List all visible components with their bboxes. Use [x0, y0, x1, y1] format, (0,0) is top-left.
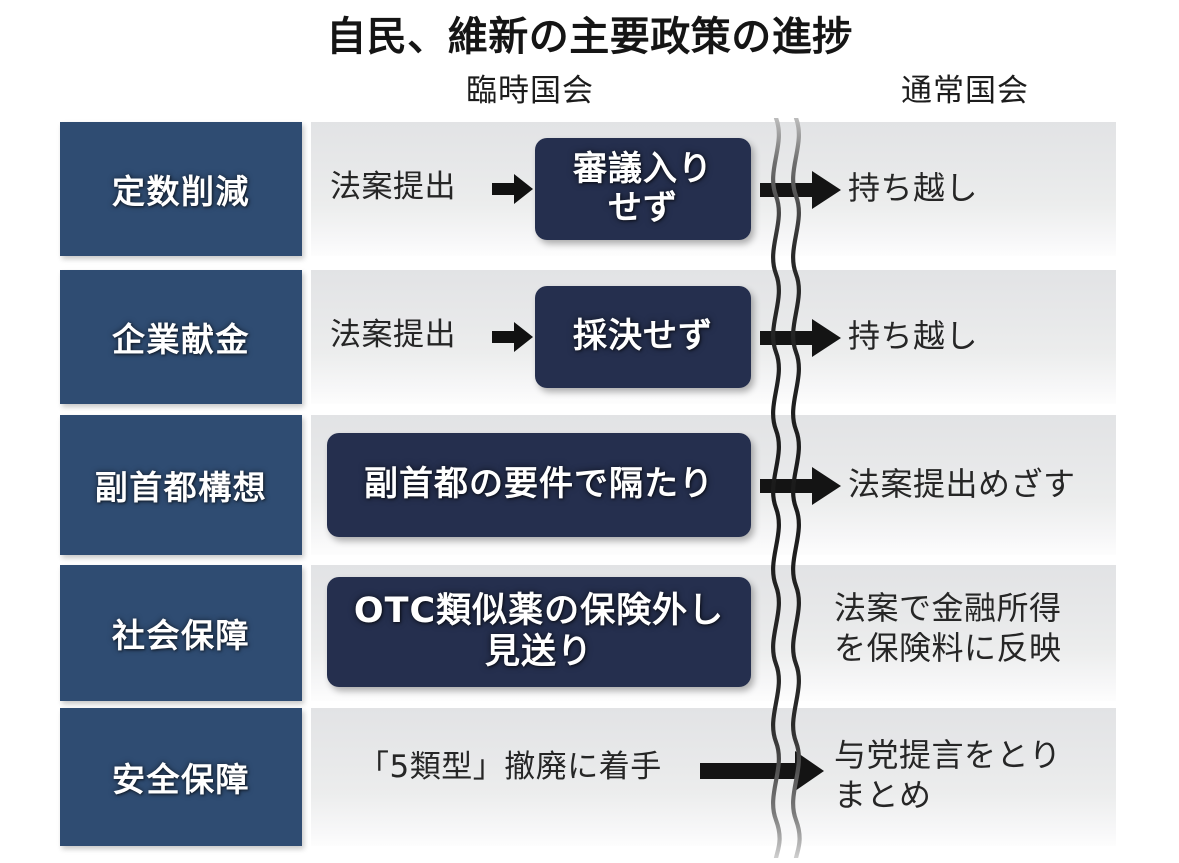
- column-header-extraordinary-diet: 臨時国会: [466, 73, 594, 109]
- status-text: 採決せず: [573, 316, 713, 357]
- category-chip-teisu-sakugen: 定数削減: [60, 122, 302, 256]
- table-row: 社会保障 OTC類似薬の保険外し 見送り 法案で金融所得 を保険料に反映: [0, 565, 1179, 701]
- page-title: 自民、維新の主要政策の進捗: [326, 14, 853, 60]
- table-row: 定数削減 法案提出 審議入り せず 持ち越し: [0, 122, 1179, 256]
- status-text: OTC類似薬の保険外し 見送り: [353, 591, 725, 672]
- progress-arrow-icon: [760, 315, 842, 361]
- table-row: 安全保障 「5類型」撤廃に着手 与党提言をとり まとめ: [0, 708, 1179, 846]
- table-row: 副首都構想 副首都の要件で隔たり 法案提出めざす: [0, 415, 1179, 555]
- category-label: 副首都構想: [94, 468, 268, 507]
- progress-arrow-icon: [700, 748, 825, 794]
- category-label: 社会保障: [112, 616, 250, 655]
- category-label: 安全保障: [112, 760, 250, 799]
- mini-arrow-icon: [492, 320, 534, 354]
- table-row: 企業献金 法案提出 採決せず 持ち越し: [0, 270, 1179, 404]
- outcome-text: 持ち越し: [848, 317, 979, 355]
- mini-arrow-icon: [492, 172, 534, 206]
- outcome-text: 持ち越し: [848, 169, 979, 207]
- progress-arrow-icon: [760, 167, 842, 213]
- category-chip-anzen-hoshou: 安全保障: [60, 708, 302, 846]
- category-chip-shakai-hoshou: 社会保障: [60, 565, 302, 701]
- status-box: 副首都の要件で隔たり: [327, 433, 751, 537]
- outcome-text: 法案提出めざす: [848, 465, 1076, 503]
- outcome-text: 法案で金融所得 を保険料に反映: [834, 589, 1062, 667]
- status-box: OTC類似薬の保険外し 見送り: [327, 577, 751, 687]
- status-text: 副首都の要件で隔たり: [364, 464, 714, 505]
- category-chip-kigyou-kenkin: 企業献金: [60, 270, 302, 404]
- progress-arrow-icon: [760, 463, 842, 509]
- row-pretext: 法案提出: [330, 317, 456, 353]
- status-text: 審議入り せず: [573, 148, 713, 228]
- status-box: 採決せず: [535, 286, 751, 388]
- row-pretext: 法案提出: [330, 169, 456, 205]
- status-box: 審議入り せず: [535, 138, 751, 240]
- category-label: 企業献金: [112, 320, 250, 359]
- outcome-text: 与党提言をとり まとめ: [834, 736, 1062, 814]
- category-chip-fukushuto-kousou: 副首都構想: [60, 415, 302, 555]
- row-pretext: 「5類型」撤廃に着手: [358, 749, 662, 785]
- column-header-ordinary-diet: 通常国会: [901, 73, 1029, 109]
- category-label: 定数削減: [112, 172, 250, 211]
